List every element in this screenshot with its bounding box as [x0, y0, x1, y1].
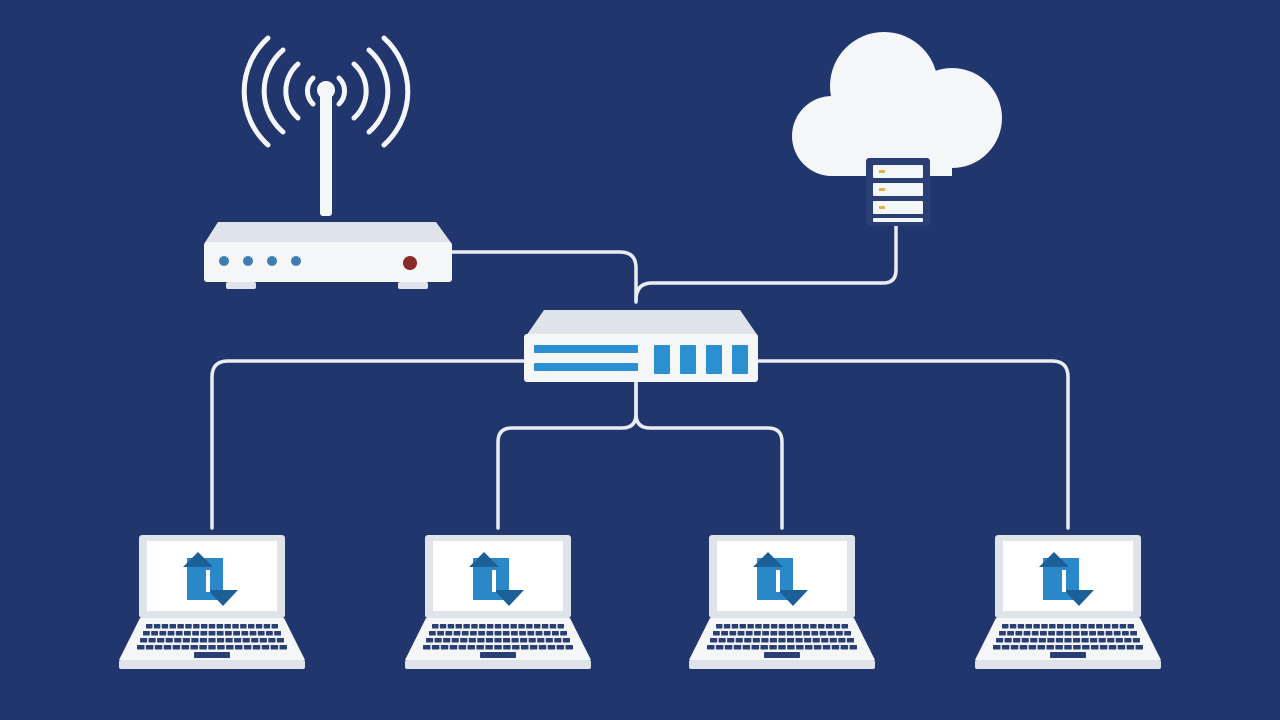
power-button-icon	[403, 256, 417, 270]
laptop-icon	[975, 535, 1161, 669]
link-switch-laptop-4	[756, 359, 1070, 530]
wireless-router-icon	[204, 35, 452, 289]
cloud-icon	[792, 32, 1002, 176]
laptops	[119, 535, 1161, 669]
switch-bar-1	[534, 345, 638, 353]
link-router-switch	[450, 250, 638, 304]
touchpad	[194, 652, 230, 658]
keyboard	[423, 624, 573, 650]
laptop-front	[119, 660, 305, 669]
switch-ports	[654, 345, 748, 374]
data-transfer-icon	[753, 552, 808, 606]
server-unit-1	[873, 165, 923, 178]
router-body	[204, 242, 452, 282]
server-lights	[879, 170, 885, 209]
server-base	[873, 218, 923, 222]
data-transfer-icon	[1039, 552, 1094, 606]
server-unit-3	[873, 201, 923, 214]
switch-body	[524, 334, 758, 382]
router-foot-right	[398, 282, 428, 289]
network-switch-icon	[524, 310, 758, 382]
laptop-icon	[119, 535, 305, 669]
router-top	[204, 222, 452, 244]
laptop-front	[689, 660, 875, 669]
data-transfer-icon	[469, 552, 524, 606]
keyboard	[137, 624, 287, 650]
link-cloud-switch	[634, 224, 898, 302]
server-unit-2	[873, 183, 923, 196]
keyboard	[993, 624, 1143, 650]
router-status-lights	[219, 256, 301, 266]
keyboard	[707, 624, 857, 650]
data-transfer-icon	[183, 552, 238, 606]
switch-bar-2	[534, 363, 638, 371]
wifi-signal-icon	[241, 35, 411, 148]
antenna-tip	[317, 81, 335, 99]
laptop-front	[975, 660, 1161, 669]
router-foot-left	[226, 282, 256, 289]
antenna	[320, 92, 332, 216]
touchpad	[480, 652, 516, 658]
link-switch-laptop-3	[634, 381, 784, 530]
link-switch-laptop-1	[210, 359, 530, 530]
connection-lines	[210, 224, 1070, 530]
cloud-server-icon	[792, 32, 1002, 226]
switch-top	[526, 310, 758, 336]
laptop-front	[405, 660, 591, 669]
laptop-icon	[405, 535, 591, 669]
touchpad	[1050, 652, 1086, 658]
touchpad	[764, 652, 800, 658]
laptop-icon	[689, 535, 875, 669]
